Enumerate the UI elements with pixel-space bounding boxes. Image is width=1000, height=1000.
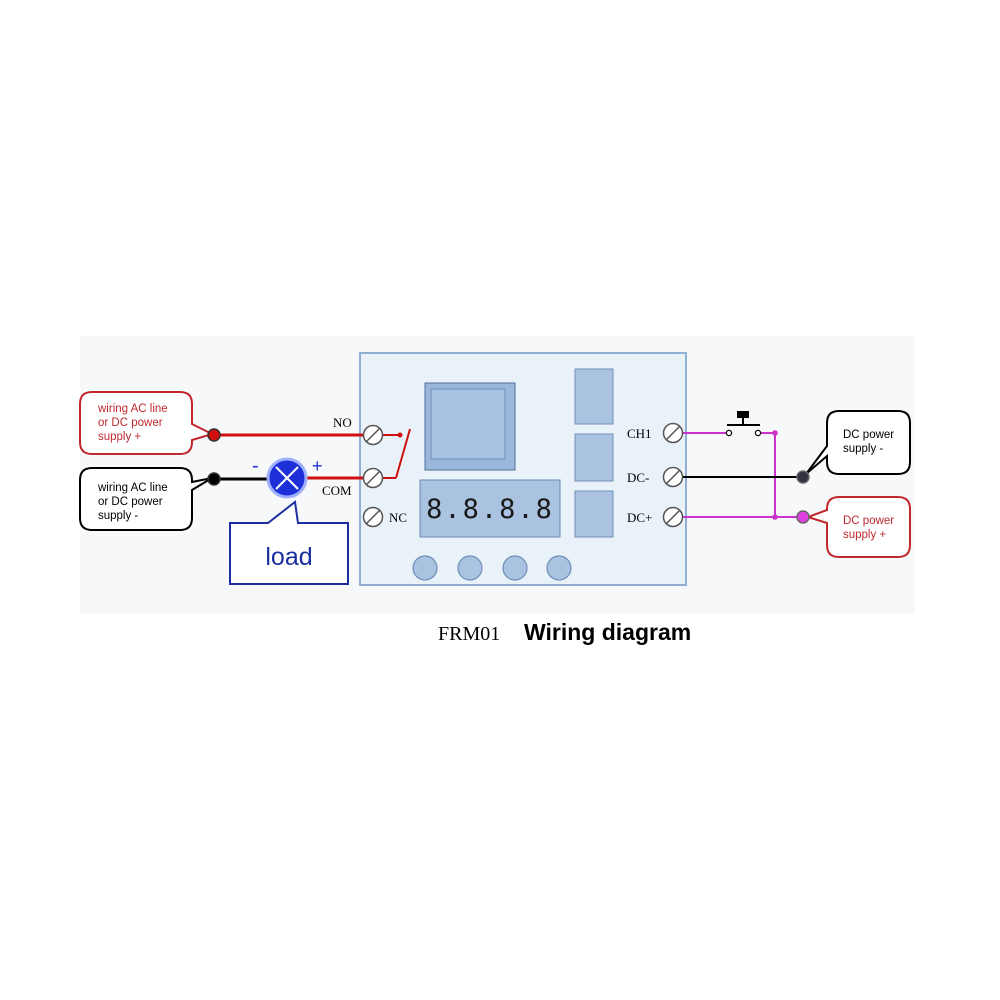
- callout-right-top-text: DC power supply -: [843, 429, 897, 455]
- relay-top: [430, 388, 506, 460]
- terminal-dot-right-top: [796, 470, 810, 484]
- relay-switch-symbol: [383, 428, 411, 479]
- label-com: COM: [322, 483, 352, 498]
- callout-left-bottom: [79, 467, 213, 531]
- callout-left-top: [79, 391, 215, 455]
- frm01-board: 8.8.8.8: [359, 352, 687, 586]
- load-minus-sign: -: [252, 455, 259, 477]
- load-plus-sign: +: [312, 456, 323, 476]
- label-no: NO: [333, 415, 352, 430]
- board-button-1[interactable]: [412, 555, 438, 581]
- terminal-nc: [362, 506, 384, 528]
- label-dc-minus: DC-: [627, 470, 649, 485]
- board-button-2[interactable]: [457, 555, 483, 581]
- callout-right-bottom-text: DC power supply +: [843, 515, 897, 541]
- caption-model: FRM01: [438, 623, 500, 645]
- label-nc: NC: [389, 510, 407, 525]
- terminal-no: [362, 424, 384, 446]
- callout-right-top: [805, 410, 911, 475]
- terminal-dot-left-bottom: [207, 472, 221, 486]
- terminal-com: [362, 467, 384, 489]
- push-button-switch: [725, 411, 762, 437]
- label-ch1: CH1: [627, 426, 652, 441]
- terminal-dc-minus: [662, 466, 684, 488]
- board-outline: [359, 352, 687, 586]
- junction-dot-2: [772, 514, 778, 520]
- board-button-3[interactable]: [502, 555, 528, 581]
- callout-right-bottom: [804, 496, 911, 558]
- terminal-dc-plus: [662, 506, 684, 528]
- load-lamp: [266, 457, 308, 499]
- terminal-dot-right-bottom: [796, 510, 810, 524]
- label-dc-plus: DC+: [627, 510, 652, 525]
- component-3: [574, 490, 614, 538]
- terminal-dot-left-top: [207, 428, 221, 442]
- load-label: load: [265, 543, 312, 571]
- component-2: [574, 433, 614, 482]
- display-window: [419, 479, 561, 538]
- board-button-4[interactable]: [546, 555, 572, 581]
- callout-left-top-text: wiring AC line or DC power supply +: [97, 403, 171, 443]
- callout-left-bottom-text: wiring AC line or DC power supply -: [97, 482, 171, 522]
- caption-title: Wiring diagram: [524, 619, 691, 645]
- display-digits: 8.8.8.8: [426, 494, 554, 525]
- load-callout-box: [229, 500, 349, 585]
- terminal-ch1: [662, 422, 684, 444]
- component-1: [574, 368, 614, 425]
- junction-dot-1: [772, 430, 778, 436]
